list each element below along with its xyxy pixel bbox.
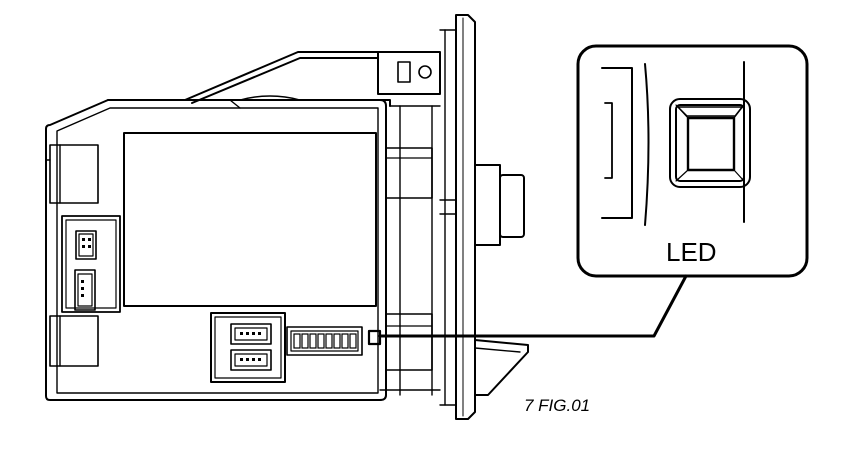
side-tabs: [379, 105, 441, 396]
led-callout-box: [576, 44, 809, 278]
figure-caption: 7 FIG.01: [524, 396, 590, 415]
bottom-support: [474, 339, 529, 396]
dip-switch-teeth: [293, 333, 357, 349]
led-callout-label: LED: [666, 237, 717, 267]
bottom-connector-block: [210, 312, 286, 383]
connector-pins: [81, 238, 261, 361]
left-connector-panel: [61, 215, 121, 313]
front-bezel: [439, 14, 476, 420]
front-lock: [439, 164, 525, 246]
left-clip-bottom: [49, 315, 99, 367]
main-body: [45, 95, 387, 401]
dip-switch: [286, 326, 363, 356]
leader-line: [378, 274, 688, 338]
top-latch: [377, 51, 441, 95]
left-clip-top: [45, 144, 99, 204]
display-window: [123, 132, 377, 307]
